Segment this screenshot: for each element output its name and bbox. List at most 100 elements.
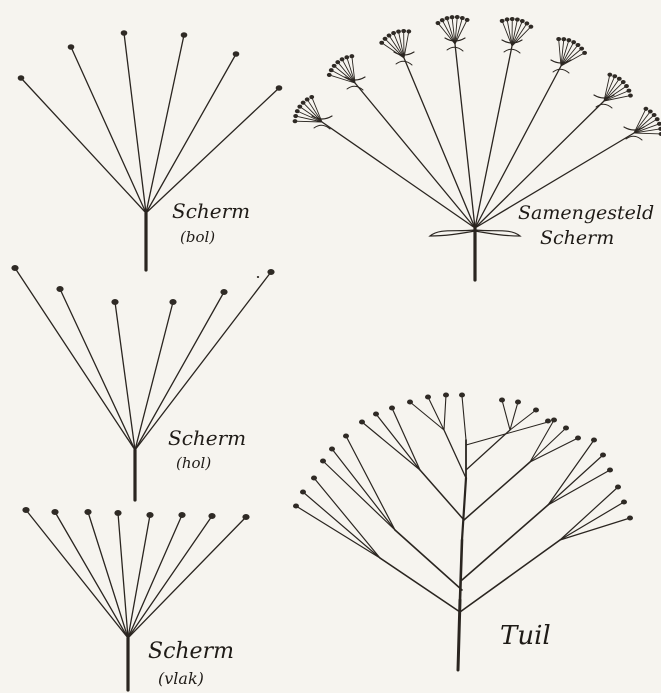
umbel-ray: [15, 268, 135, 450]
flower-bud: [440, 18, 445, 22]
umbel-convex-diagram: [18, 30, 283, 270]
branch: [460, 540, 462, 600]
flower-bud: [293, 114, 298, 118]
flower-bud: [515, 399, 521, 404]
flower-bud: [443, 392, 449, 397]
flower-bud: [607, 73, 612, 77]
label-scherm-hol-sub: (hol): [176, 454, 211, 472]
branch: [510, 402, 518, 430]
flower-bud: [563, 425, 569, 430]
flower-bud: [56, 286, 63, 292]
flower-bud: [84, 509, 91, 515]
flower-bud: [146, 512, 153, 518]
flower-bud: [401, 29, 406, 33]
branch: [420, 470, 464, 520]
branch: [530, 428, 566, 462]
flower-bud: [349, 54, 354, 58]
branch: [462, 396, 466, 440]
flower-bud: [582, 51, 587, 55]
flower-bud: [524, 21, 529, 25]
flower-bud: [11, 265, 18, 271]
primary-ray: [475, 46, 512, 228]
involucre-bract: [475, 230, 520, 236]
label-scherm-hol: Scherm: [168, 426, 246, 450]
involucel-bract: [396, 61, 412, 65]
flower-bud: [628, 94, 633, 98]
flower-bud: [500, 19, 505, 23]
branch: [466, 430, 510, 470]
branch: [395, 530, 462, 590]
flower-bud: [327, 73, 332, 77]
involucre-bract: [430, 230, 475, 236]
flower-bud: [407, 399, 413, 404]
flower-bud: [181, 32, 188, 38]
branch: [410, 402, 444, 430]
secondary-ray: [385, 39, 404, 58]
flower-bud: [624, 84, 629, 88]
umbel-ray: [88, 512, 128, 638]
branch: [332, 449, 395, 530]
label-tuil: Tuil: [500, 621, 551, 651]
flower-bud: [612, 74, 617, 78]
branch: [560, 487, 618, 540]
flower-bud: [579, 47, 584, 51]
label-scherm-bol-sub: (bol): [180, 228, 215, 246]
secondary-ray: [512, 27, 531, 46]
umbel-ray: [118, 513, 128, 638]
flower-bud: [460, 16, 465, 20]
flower-bud: [533, 407, 539, 412]
branch: [323, 461, 395, 530]
ink-speck: [257, 276, 259, 278]
flower-bud: [520, 19, 525, 23]
flower-bud: [343, 433, 349, 438]
umbel-ray: [146, 35, 184, 213]
umbel-ray: [146, 88, 279, 213]
flower-bud: [68, 44, 75, 50]
flower-bud: [311, 475, 317, 480]
branch: [466, 422, 548, 445]
branch: [510, 410, 536, 430]
umbel-ray: [146, 54, 236, 213]
flower-bud: [529, 25, 534, 29]
flower-bud: [591, 437, 597, 442]
flower-bud: [575, 435, 581, 440]
flower-bud: [425, 394, 431, 399]
flower-bud: [406, 29, 411, 33]
umbel-ray: [128, 517, 246, 638]
flower-bud: [340, 57, 345, 61]
flower-bud: [121, 30, 128, 36]
flower-bud: [51, 509, 58, 515]
flower-bud: [389, 405, 395, 410]
flower-bud: [359, 419, 365, 424]
involucel-bract: [504, 49, 520, 53]
branch: [548, 455, 603, 505]
branch: [464, 462, 530, 520]
flower-bud: [459, 392, 465, 397]
flower-bud: [383, 37, 388, 41]
branch: [560, 502, 624, 540]
flower-bud: [373, 411, 379, 416]
primary-ray: [322, 122, 475, 228]
involucel-bract: [553, 69, 569, 73]
flower-bud: [627, 89, 632, 93]
umbel-ray: [71, 47, 146, 213]
branch: [362, 422, 420, 470]
branch: [314, 478, 380, 558]
umbel-ray: [26, 510, 128, 638]
flower-bud: [233, 51, 240, 57]
flower-bud: [505, 17, 510, 21]
secondary-ray: [634, 133, 661, 134]
flower-bud: [499, 397, 505, 402]
label-scherm-bol: Scherm: [172, 199, 250, 223]
umbel-concave-diagram: [11, 265, 274, 500]
flower-bud: [267, 269, 274, 275]
flower-bud: [309, 95, 314, 99]
flower-bud: [301, 101, 306, 105]
flower-bud: [276, 85, 283, 91]
branch: [346, 436, 395, 530]
flower-bud: [657, 122, 661, 126]
branch: [380, 558, 460, 612]
flower-bud: [293, 119, 298, 123]
flower-bud: [300, 489, 306, 494]
